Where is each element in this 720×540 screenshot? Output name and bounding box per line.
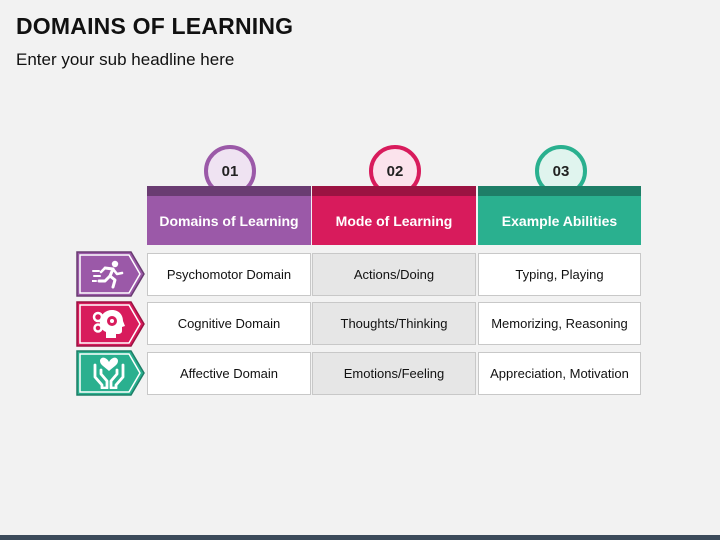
header-mode-of-learning: Mode of Learning [312, 196, 476, 245]
footer-bar [0, 535, 720, 540]
row-tag-psychomotor [76, 251, 146, 297]
table-cell: Memorizing, Reasoning [478, 302, 641, 345]
header-band [147, 186, 311, 196]
header-label: Domains of Learning [159, 212, 299, 229]
step-number: 02 [386, 162, 404, 180]
step-number: 03 [552, 162, 570, 180]
hands-heart-icon [93, 357, 125, 389]
table-cell: Emotions/Feeling [312, 352, 476, 395]
header-band [312, 186, 476, 196]
table-cell: Appreciation, Motivation [478, 352, 641, 395]
row-tag-affective [76, 350, 146, 396]
header-band [478, 186, 641, 196]
header-label: Example Abilities [501, 212, 618, 229]
table-cell: Actions/Doing [312, 253, 476, 296]
table-cell: Typing, Playing [478, 253, 641, 296]
table-cell: Cognitive Domain [147, 302, 311, 345]
page-title: DOMAINS OF LEARNING [16, 13, 294, 39]
header-example-abilities: Example Abilities [478, 196, 641, 245]
header-domains-of-learning: Domains of Learning [147, 196, 311, 245]
brain-gears-head-icon [92, 310, 125, 338]
running-person-icon [92, 260, 124, 289]
tag-shape [76, 350, 145, 396]
page-subtitle: Enter your sub headline here [16, 50, 235, 69]
table-cell: Affective Domain [147, 352, 311, 395]
step-number: 01 [221, 162, 239, 180]
row-tag-cognitive [76, 301, 146, 347]
table-cell: Psychomotor Domain [147, 253, 311, 296]
table-cell: Thoughts/Thinking [312, 302, 476, 345]
header-label: Mode of Learning [335, 212, 453, 229]
